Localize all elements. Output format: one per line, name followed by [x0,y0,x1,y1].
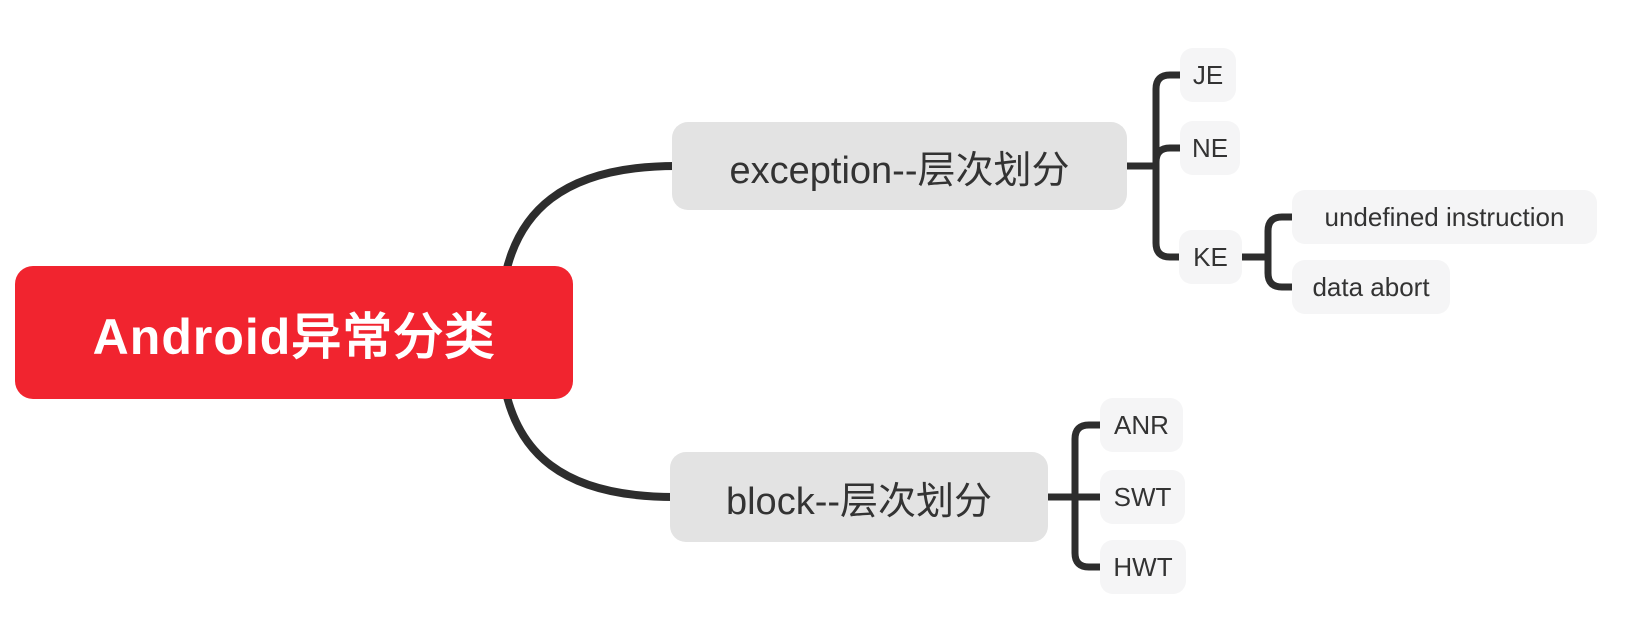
root-node-android-exception-categories[interactable]: Android异常分类 [15,266,573,399]
connector-block-to-anr [1071,421,1106,501]
leaf-node-ke[interactable]: KE [1179,230,1242,284]
leaf-node-ne[interactable]: NE [1180,121,1240,175]
connector-root-to-block [498,366,678,501]
connector-block-to-hwt [1071,493,1106,571]
connector-root-to-exception [498,162,680,299]
connector-ke-to-data-abort [1264,253,1298,291]
connector-ke-to-undefined-instruction [1264,213,1298,261]
leaf-node-data-abort[interactable]: data abort [1292,260,1450,314]
leaf-node-swt[interactable]: SWT [1100,470,1185,524]
leaf-node-anr[interactable]: ANR [1100,398,1183,452]
connector-exception-to-ke [1152,162,1185,261]
leaf-node-undefined-instruction[interactable]: undefined instruction [1292,190,1597,244]
branch-node-exception[interactable]: exception--层次划分 [672,122,1127,210]
connector-exception-to-je [1152,71,1186,170]
branch-node-block[interactable]: block--层次划分 [670,452,1048,542]
connector-exception-to-ne [1152,144,1186,170]
leaf-node-je[interactable]: JE [1180,48,1236,102]
leaf-node-hwt[interactable]: HWT [1100,540,1186,594]
